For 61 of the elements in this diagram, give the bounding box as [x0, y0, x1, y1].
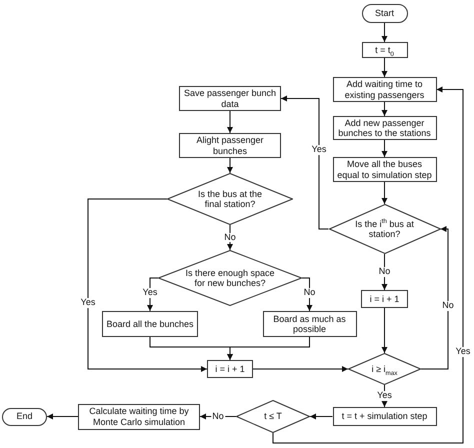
- process-label: t = t$_{0}$: [375, 44, 394, 56]
- arrow: [420, 226, 448, 370]
- edge-label: No: [302, 288, 316, 298]
- process-label: Add new passenger bunches to the stations: [337, 118, 432, 138]
- process-label: Move all the buses equal to simulation step: [336, 159, 433, 180]
- arrow: [382, 140, 388, 158]
- process-box: [207, 360, 253, 378]
- process-box: [179, 133, 281, 158]
- decision-label: Is the i$^{th}$ bus at station?: [354, 218, 415, 240]
- edge-label: Yes: [454, 347, 472, 357]
- arrow: [382, 182, 388, 204]
- edge-label: No: [441, 301, 455, 311]
- process-label: Save passenger bunch data: [182, 88, 278, 109]
- process-label: i = i + 1: [215, 364, 245, 374]
- process-box: [362, 42, 408, 58]
- arrow: [88, 198, 208, 372]
- decision-label: Is the bus at the final station?: [196, 188, 264, 210]
- decision-diamond: [348, 353, 421, 385]
- arrow: [382, 102, 388, 116]
- process-label: t = t + simulation step: [342, 411, 428, 422]
- arrow: [382, 308, 388, 354]
- process-box: [361, 290, 408, 308]
- edge-label: Yes: [376, 391, 393, 401]
- edge-label: Yes: [80, 298, 96, 308]
- process-box: [332, 77, 436, 102]
- decision-label: t ≤ T: [264, 411, 282, 422]
- arrow: [147, 278, 158, 312]
- process-label: Add waiting time to existing passengers: [344, 79, 426, 100]
- edge-label: Yes: [310, 145, 328, 155]
- arrow: [310, 414, 333, 420]
- arrow: [280, 96, 329, 230]
- edge-label: Yes: [142, 288, 158, 298]
- decision-diamond: [236, 400, 310, 433]
- edge-label: No: [211, 412, 225, 422]
- arrow: [382, 22, 388, 42]
- decision-label: i ≥ i$_{max}$: [372, 364, 398, 374]
- edge-label: No: [378, 267, 392, 277]
- arrow: [46, 414, 78, 420]
- process-box: [78, 404, 200, 430]
- process-box: [102, 311, 198, 337]
- arrow: [252, 366, 348, 372]
- decision-diamond: [328, 204, 440, 254]
- process-label: Board all the bunches: [106, 318, 194, 330]
- decision-diamond: [158, 250, 302, 306]
- terminal-label: Start: [374, 8, 394, 19]
- process-box: [332, 407, 436, 426]
- edge-label: No: [223, 232, 237, 242]
- arrow: [227, 158, 233, 174]
- process-box: [332, 116, 436, 140]
- process-label: Board as much as possible: [272, 314, 347, 334]
- process-label: i = i + 1: [370, 294, 400, 304]
- process-box: [262, 311, 356, 337]
- arrow: [227, 336, 310, 360]
- decision-diamond: [167, 173, 293, 225]
- terminal-label: End: [16, 411, 32, 422]
- arrow: [272, 86, 464, 444]
- process-label: Calculate waiting time by Monte Carlo simulation: [88, 406, 190, 427]
- process-label: Alight passenger bunches: [195, 135, 265, 156]
- arrow: [227, 110, 233, 134]
- decision-label: Is there enough space for new bunches?: [184, 268, 276, 288]
- arrow: [382, 58, 388, 78]
